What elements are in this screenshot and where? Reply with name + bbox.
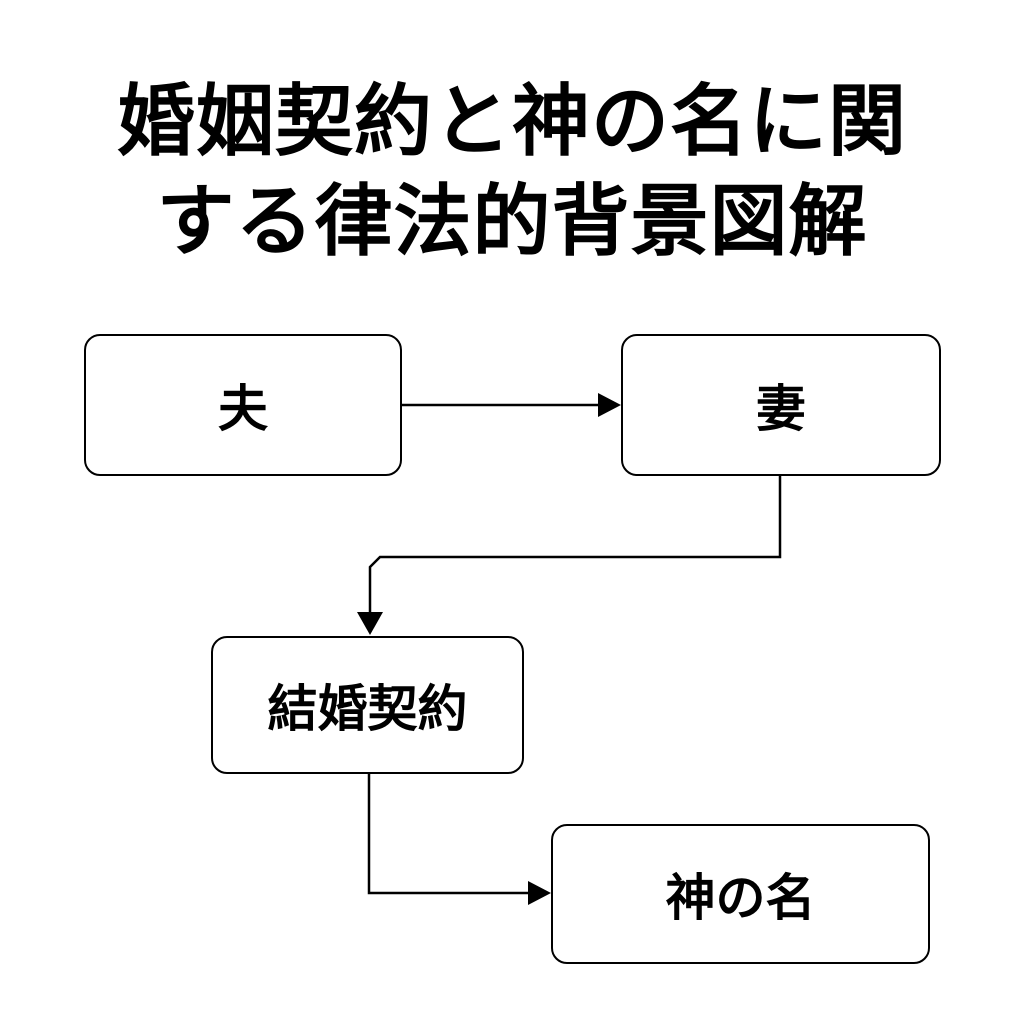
arrow-wife-to-contract [357, 476, 782, 635]
title-line-1: 婚姻契約と神の名に関 [116, 77, 907, 167]
arrow-husband-to-wife [402, 393, 621, 417]
node-wife-label: 妻 [756, 380, 806, 438]
node-husband: 夫 [84, 334, 402, 476]
node-name-of-god: 神の名 [551, 824, 930, 964]
title-line-2: する律法的背景図解 [156, 177, 868, 267]
node-husband-label: 夫 [218, 380, 268, 438]
node-marriage-contract: 結婚契約 [211, 636, 524, 774]
node-marriage-contract-label: 結婚契約 [267, 680, 468, 738]
diagram-title: 婚姻契約と神の名に関 する律法的背景図解 [0, 72, 1024, 272]
node-name-of-god-label: 神の名 [665, 869, 816, 927]
node-wife: 妻 [621, 334, 941, 476]
arrow-contract-to-godname [367, 774, 551, 905]
